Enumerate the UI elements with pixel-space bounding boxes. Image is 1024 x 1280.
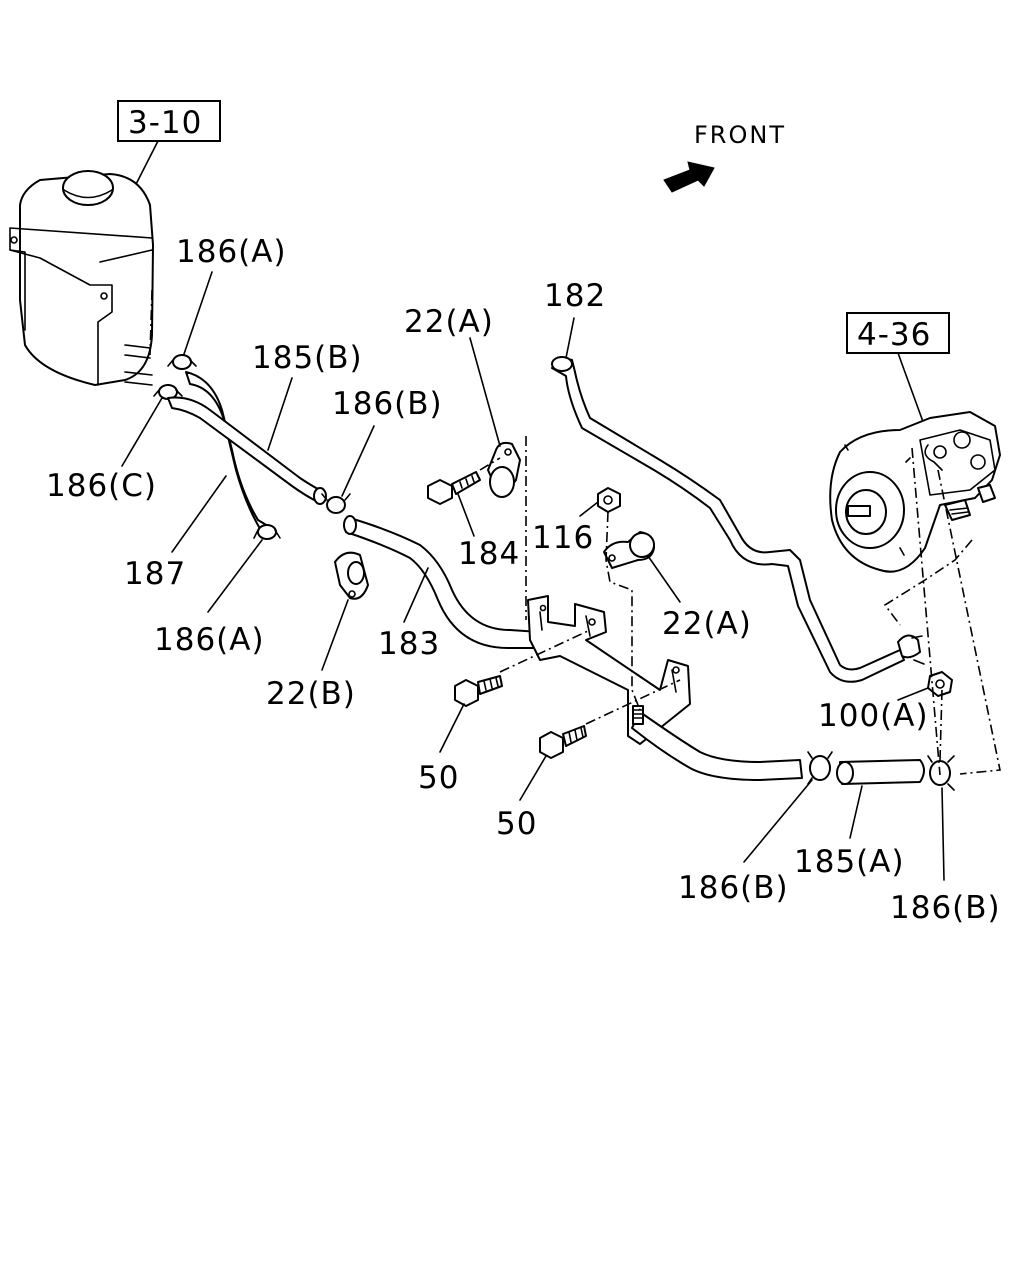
clip-186A-bottom	[253, 524, 281, 540]
callout-22B: 22(B)	[266, 676, 356, 712]
callout-186B-top: 186(B)	[332, 386, 443, 422]
leader-4-36	[897, 352, 927, 431]
axis-50-upper	[499, 629, 591, 673]
callout-186B-bottom-right: 186(B)	[890, 890, 1001, 926]
callout-186A-bottom: 186(A)	[154, 622, 265, 658]
callout-22A-mid: 22(A)	[662, 606, 752, 642]
callout-50-upper: 50	[418, 760, 459, 796]
bolt-50-upper	[454, 675, 503, 707]
bolt-184	[427, 471, 481, 505]
callout-186C: 186(C)	[46, 468, 157, 504]
axis-50-lower	[585, 679, 681, 725]
clip-186B-top	[321, 493, 351, 514]
axis-nut-116	[605, 511, 641, 711]
pipe-lower	[631, 711, 803, 781]
callout-183: 183	[378, 626, 440, 662]
leaders	[121, 271, 945, 881]
callout-185B: 185(B)	[252, 340, 363, 376]
callout-187: 187	[124, 556, 186, 592]
callout-185A: 185(A)	[794, 844, 905, 880]
clamp-22A-mid	[603, 531, 655, 569]
clamp-22A-top	[487, 441, 521, 498]
callout-184: 184	[458, 536, 520, 572]
hose-185A	[839, 759, 925, 785]
clip-186A-top	[167, 354, 197, 370]
bracket	[527, 595, 691, 745]
pipe-182	[551, 358, 905, 683]
clip-186C	[153, 384, 183, 400]
ref-box-4-36-label: 4-36	[857, 317, 931, 353]
hose-185B-end	[313, 487, 327, 505]
reservoir-outlets	[124, 344, 153, 386]
pipe-182-end	[551, 356, 573, 372]
callout-100A: 100(A)	[818, 698, 929, 734]
pump-dash-link	[883, 539, 973, 626]
ref-box-3-10: 3-10	[117, 100, 221, 142]
clip-186B-bottom-right	[927, 755, 955, 791]
ref-box-3-10-label: 3-10	[128, 105, 202, 141]
stud	[632, 705, 644, 725]
axis-pump-right	[911, 447, 1001, 776]
callout-116: 116	[532, 520, 594, 556]
reservoir-tank	[9, 170, 154, 386]
callout-labels: 186(A) 185(B) 186(B) 22(A) 182 186(C) 18…	[46, 234, 1001, 926]
bolt-184-axis	[479, 457, 501, 471]
pipe-183	[345, 517, 546, 649]
callout-50-lower: 50	[496, 806, 537, 842]
ref-box-4-36: 4-36	[846, 312, 950, 354]
clip-186B-bottom-left	[807, 751, 833, 785]
hose-185B	[167, 396, 325, 503]
front-label: FRONT	[694, 121, 786, 149]
callout-186A-top: 186(A)	[176, 234, 287, 270]
pipe-182-fitting	[897, 634, 925, 665]
pipe-183-end	[343, 515, 357, 535]
clamp-22B	[334, 551, 369, 600]
callout-182: 182	[544, 278, 606, 314]
callout-22A-top: 22(A)	[404, 304, 494, 340]
front-arrow-icon	[663, 161, 715, 193]
bolt-50-lower	[539, 725, 587, 759]
nut-116	[597, 487, 621, 513]
callout-186B-bottom-left: 186(B)	[678, 870, 789, 906]
axis-pump-left	[939, 689, 943, 761]
